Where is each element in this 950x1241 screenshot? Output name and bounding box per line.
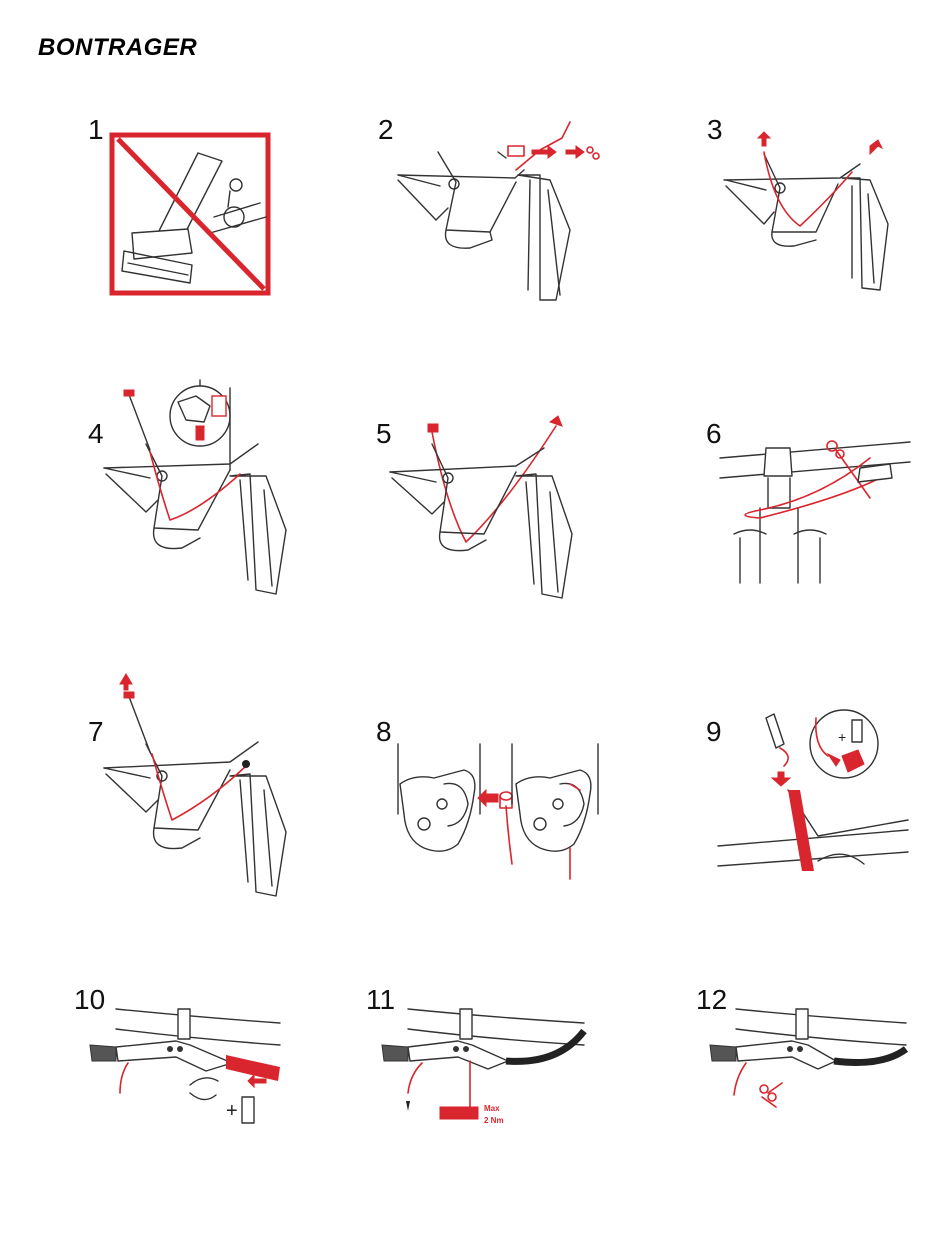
step-8-illustration	[394, 744, 604, 879]
step-11-torque-value: 2 Nm	[484, 1116, 504, 1125]
step-3-illustration	[720, 128, 920, 303]
step-2-illustration	[390, 120, 620, 305]
step-10-plus: +	[226, 1100, 238, 1122]
step-9-illustration: +	[718, 706, 918, 876]
step-10-illustration: +	[86, 1005, 286, 1130]
step-11-torque-max: Max	[484, 1104, 500, 1113]
step-1-number: 1	[88, 114, 104, 146]
step-5-illustration	[386, 414, 586, 606]
step-12-illustration	[706, 1005, 916, 1120]
step-9-plus: +	[838, 729, 846, 745]
step-7-illustration	[100, 670, 300, 908]
step-11-illustration: Max 2 Nm	[378, 1005, 598, 1130]
step-8-number: 8	[376, 716, 392, 748]
step-6-illustration	[720, 438, 920, 583]
step-1-illustration	[110, 133, 270, 295]
brand-logo: BONTRAGER	[38, 34, 197, 62]
step-4-illustration	[100, 380, 300, 608]
